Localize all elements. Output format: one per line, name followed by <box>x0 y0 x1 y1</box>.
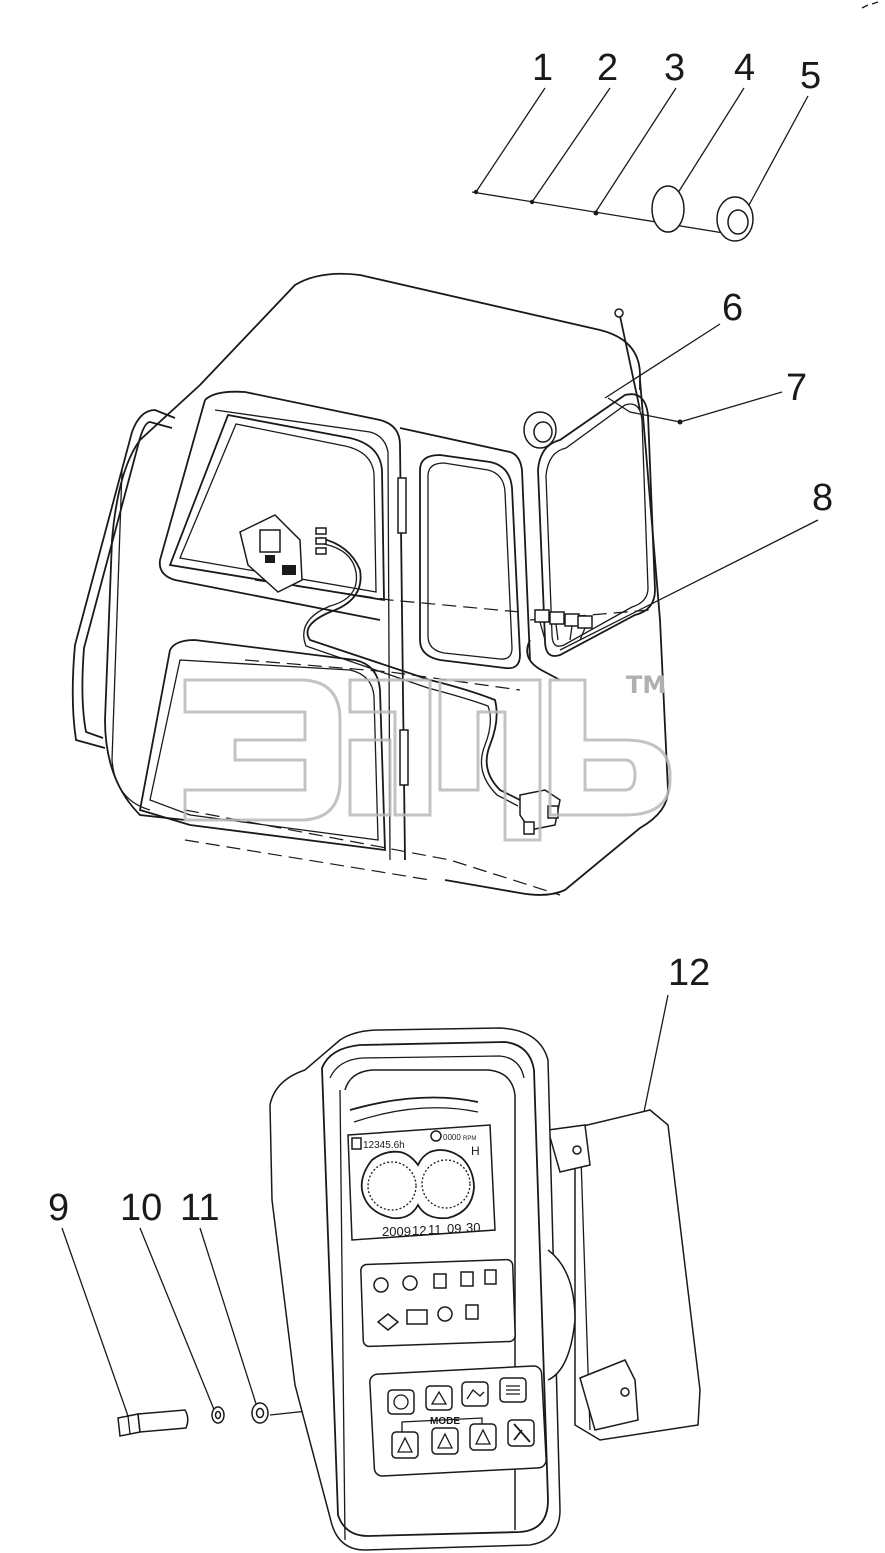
bolt-part-9 <box>117 1409 189 1437</box>
gauge-mark: H <box>471 1144 480 1158</box>
mode-button-2[interactable] <box>431 1427 459 1455</box>
date-time: 2009 12 11 09 30 <box>382 1220 480 1239</box>
callout-7: 7 <box>786 367 807 409</box>
date-day: 11 <box>428 1222 442 1237</box>
callout-11: 11 <box>180 1187 219 1229</box>
monitor-button-1[interactable] <box>387 1389 415 1415</box>
callout-1: 1 <box>532 47 553 89</box>
callout-6: 6 <box>722 287 743 329</box>
warning-lamp-panel <box>360 1258 516 1348</box>
date-year: 2009 <box>382 1224 411 1239</box>
date-month: 12 <box>412 1223 426 1238</box>
rpm-value: 0000 <box>443 1133 461 1142</box>
leader-lines <box>61 87 819 1417</box>
cab-assembly <box>71 272 683 896</box>
callout-5: 5 <box>800 55 821 97</box>
watermark-logo: TM <box>183 671 672 842</box>
bracket-part-12 <box>574 1109 701 1441</box>
time-hour: 09 <box>447 1221 461 1236</box>
watermark-tm: TM <box>626 671 666 699</box>
hour-meter: 12345.6h <box>363 1140 405 1151</box>
air-filter-icon <box>437 1306 453 1322</box>
fasteners <box>117 1402 269 1437</box>
mode-button-3[interactable] <box>469 1423 497 1451</box>
pilot-icon <box>376 1313 400 1331</box>
monitor-button-2[interactable] <box>425 1385 453 1411</box>
mode-label: MODE <box>430 1416 460 1427</box>
cap-disc-part-4 <box>651 185 685 233</box>
hydraulic-oil-icon <box>460 1271 474 1287</box>
battery-icon <box>406 1309 428 1325</box>
connector-cluster-8 <box>534 609 593 641</box>
twin-gauges <box>360 1149 475 1220</box>
callout-4: 4 <box>734 47 755 89</box>
callout-3: 3 <box>664 47 685 89</box>
time-minute: 30 <box>466 1220 480 1235</box>
callout-9: 9 <box>48 1187 69 1229</box>
callout-numbers: 1 2 3 4 5 6 7 8 9 10 11 12 <box>48 47 833 1229</box>
callout-2: 2 <box>597 47 618 89</box>
mode-button-1[interactable] <box>391 1431 419 1459</box>
fuel-level-icon <box>465 1304 479 1320</box>
callout-12: 12 <box>668 952 710 994</box>
monitor-assembly: 12345.6h 0000 RPM H 2009 12 11 09 30 <box>269 1027 701 1551</box>
monitor-buttons: MODE <box>387 1377 535 1459</box>
callout-10: 10 <box>120 1187 162 1229</box>
oil-pressure-icon <box>373 1277 389 1293</box>
preheat-icon <box>402 1275 418 1291</box>
rpm-unit: RPM <box>463 1136 476 1142</box>
hardware-top-right <box>471 185 754 242</box>
warning-lamp-icons <box>373 1269 497 1331</box>
coolant-icon <box>433 1273 447 1289</box>
fuel-icon <box>484 1269 497 1285</box>
monitor-button-3[interactable] <box>461 1381 489 1407</box>
callout-8: 8 <box>812 477 833 519</box>
